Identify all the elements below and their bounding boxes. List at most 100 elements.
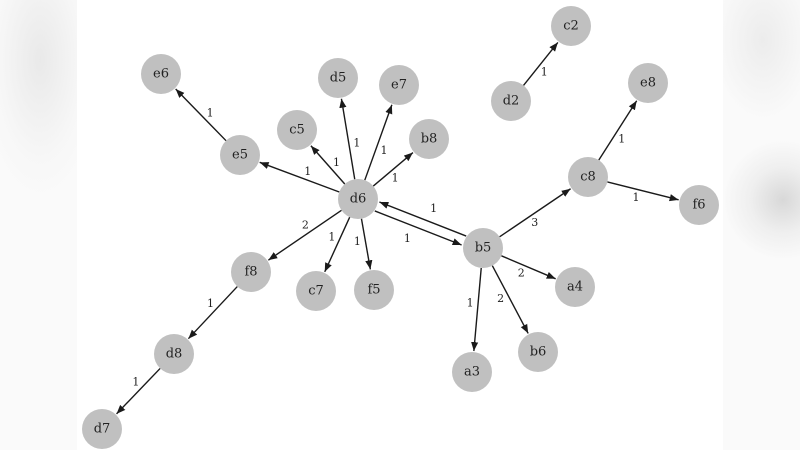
edge-weight-label: 1 xyxy=(353,137,360,150)
edge-b5-to-a4 xyxy=(501,255,556,280)
node-circle[interactable] xyxy=(555,267,595,307)
node-circle[interactable] xyxy=(463,228,503,268)
edge-weight-label: 1 xyxy=(207,297,214,310)
node-label: e8 xyxy=(640,76,656,91)
edge-b5-to-c8 xyxy=(499,188,571,238)
node-label: e5 xyxy=(232,148,248,163)
node-b8[interactable]: b8 xyxy=(409,119,449,159)
node-label: c2 xyxy=(563,19,579,34)
right-margin-shadow xyxy=(723,0,800,450)
node-label: b8 xyxy=(421,132,438,147)
node-circle[interactable] xyxy=(628,63,668,103)
node-d6[interactable]: d6 xyxy=(338,179,378,219)
edge-c8-to-e8 xyxy=(598,100,638,161)
edge-weight-label: 1 xyxy=(354,235,361,248)
node-circle[interactable] xyxy=(452,352,492,392)
node-c7[interactable]: c7 xyxy=(296,271,336,311)
node-f8[interactable]: f8 xyxy=(231,252,271,292)
edge-d6-to-c7 xyxy=(324,216,351,273)
edge-weight-label: 1 xyxy=(541,66,548,79)
node-circle[interactable] xyxy=(231,252,271,292)
node-label: a3 xyxy=(464,365,480,380)
node-label: e7 xyxy=(391,78,407,93)
node-circle[interactable] xyxy=(568,157,608,197)
node-label: b5 xyxy=(475,241,492,256)
node-circle[interactable] xyxy=(220,135,260,175)
node-c5[interactable]: c5 xyxy=(277,110,317,150)
node-d7[interactable]: d7 xyxy=(82,409,122,449)
node-b6[interactable]: b6 xyxy=(518,332,558,372)
node-a4[interactable]: a4 xyxy=(555,267,595,307)
node-circle[interactable] xyxy=(154,334,194,374)
node-a3[interactable]: a3 xyxy=(452,352,492,392)
edge-e5-to-e6 xyxy=(175,88,227,142)
node-label: d2 xyxy=(503,94,520,109)
node-circle[interactable] xyxy=(141,54,181,94)
edge-weight-label: 1 xyxy=(304,165,311,178)
edge-weight-label: 1 xyxy=(618,133,625,146)
node-d2[interactable]: d2 xyxy=(491,81,531,121)
node-label: b6 xyxy=(530,345,547,360)
node-circle[interactable] xyxy=(409,119,449,159)
edge-weight-label: 1 xyxy=(328,231,335,244)
node-c8[interactable]: c8 xyxy=(568,157,608,197)
edge-d2-to-c2 xyxy=(522,41,559,86)
edge-d6-to-f8 xyxy=(267,209,342,261)
node-circle[interactable] xyxy=(379,65,419,105)
edge-weight-label: 2 xyxy=(497,292,504,305)
edge-weight-label: 1 xyxy=(404,232,411,245)
edge-weight-label: 2 xyxy=(518,266,525,279)
edge-weight-label: 1 xyxy=(467,297,474,310)
node-e7[interactable]: e7 xyxy=(379,65,419,105)
node-b5[interactable]: b5 xyxy=(463,228,503,268)
edge-weight-label: 2 xyxy=(302,219,309,232)
node-e8[interactable]: e8 xyxy=(628,63,668,103)
node-circle[interactable] xyxy=(296,271,336,311)
edge-weight-label: 1 xyxy=(207,106,214,119)
node-e5[interactable]: e5 xyxy=(220,135,260,175)
node-circle[interactable] xyxy=(551,6,591,46)
node-label: d8 xyxy=(166,347,183,362)
node-label: d6 xyxy=(350,192,367,207)
node-label: f5 xyxy=(367,283,380,298)
edge-d6-to-c5 xyxy=(310,145,346,185)
edge-d6-to-d5 xyxy=(339,98,356,180)
nodes-layer: e6 e5 c5 d5 e7 b8 d6 f8 c7 f5 d8 d7 b5 a4 b6 a3 c8 e8 f6 c2… xyxy=(82,6,719,449)
edge-weight-label: 3 xyxy=(531,216,538,229)
node-label: d7 xyxy=(94,422,111,437)
edge-b5-to-d6 xyxy=(379,201,467,237)
node-label: f8 xyxy=(244,265,257,280)
node-circle[interactable] xyxy=(318,58,358,98)
node-d5[interactable]: d5 xyxy=(318,58,358,98)
node-circle[interactable] xyxy=(82,409,122,449)
edge-weight-label: 1 xyxy=(132,376,139,389)
node-circle[interactable] xyxy=(354,270,394,310)
node-label: c7 xyxy=(308,284,324,299)
node-c2[interactable]: c2 xyxy=(551,6,591,46)
node-d8[interactable]: d8 xyxy=(154,334,194,374)
node-circle[interactable] xyxy=(277,110,317,150)
left-margin-shadow xyxy=(0,0,77,450)
node-f6[interactable]: f6 xyxy=(679,185,719,225)
edge-weight-label: 1 xyxy=(632,191,639,204)
node-e6[interactable]: e6 xyxy=(141,54,181,94)
edge-d6-to-e5 xyxy=(259,161,340,193)
edge-c8-to-f6 xyxy=(607,181,679,202)
edge-d6-to-e7 xyxy=(364,104,393,181)
node-f5[interactable]: f5 xyxy=(354,270,394,310)
node-circle[interactable] xyxy=(518,332,558,372)
edge-b5-to-b6 xyxy=(491,265,529,334)
edge-weight-label: 1 xyxy=(380,144,387,157)
node-label: d5 xyxy=(330,71,347,86)
node-circle[interactable] xyxy=(338,179,378,219)
node-label: a4 xyxy=(567,280,583,295)
edge-b5-to-a3 xyxy=(471,267,482,352)
edge-weight-label: 1 xyxy=(430,202,437,215)
node-circle[interactable] xyxy=(679,185,719,225)
node-label: e6 xyxy=(153,67,169,82)
edge-f8-to-d8 xyxy=(187,286,238,340)
node-circle[interactable] xyxy=(491,81,531,121)
node-label: c5 xyxy=(289,123,305,138)
